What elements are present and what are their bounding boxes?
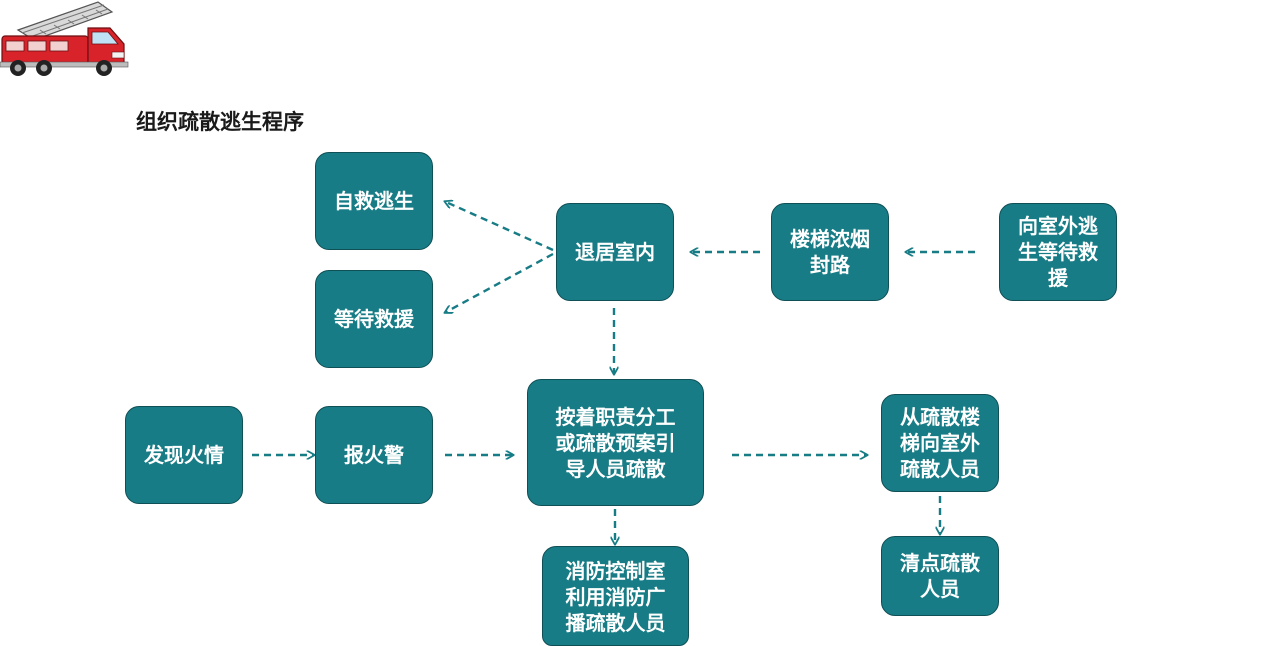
node-guide-evacuation: 按着职责分工 或疏散预案引 导人员疏散 [527,379,704,506]
node-control-room-broadcast-label: 消防控制室 利用消防广 播疏散人员 [565,559,666,635]
node-count-people: 清点疏散 人员 [881,536,999,616]
arrow-retreat-to-wait-rescue [446,252,554,312]
arrow-retreat-to-self-rescue [446,202,554,252]
node-discover-fire: 发现火情 [125,406,243,504]
node-control-room-broadcast: 消防控制室 利用消防广 播疏散人员 [542,546,689,646]
node-evacuate-via-stairs: 从疏散楼 梯向室外 疏散人员 [881,394,999,492]
node-escape-outdoor-wait: 向室外逃 生等待救 援 [999,203,1117,301]
node-stair-smoke: 楼梯浓烟 封路 [771,203,889,301]
fire-truck-icon [0,1,129,76]
node-self-rescue-label: 自救逃生 [334,189,414,213]
node-count-people-label: 清点疏散 人员 [900,551,980,601]
node-escape-outdoor-wait-label: 向室外逃 生等待救 援 [1018,214,1098,290]
node-retreat-indoors: 退居室内 [556,203,674,301]
node-stair-smoke-label: 楼梯浓烟 封路 [790,227,870,277]
node-wait-rescue-label: 等待救援 [334,307,414,331]
node-retreat-indoors-label: 退居室内 [575,240,655,264]
node-evacuate-via-stairs-label: 从疏散楼 梯向室外 疏散人员 [900,405,980,481]
node-self-rescue: 自救逃生 [315,152,433,250]
node-report-fire-label: 报火警 [344,443,404,467]
node-wait-rescue: 等待救援 [315,270,433,368]
node-guide-evacuation-label: 按着职责分工 或疏散预案引 导人员疏散 [555,404,676,481]
node-discover-fire-label: 发现火情 [144,443,224,467]
node-report-fire: 报火警 [315,406,433,504]
diagram-title: 组织疏散逃生程序 [136,110,304,134]
